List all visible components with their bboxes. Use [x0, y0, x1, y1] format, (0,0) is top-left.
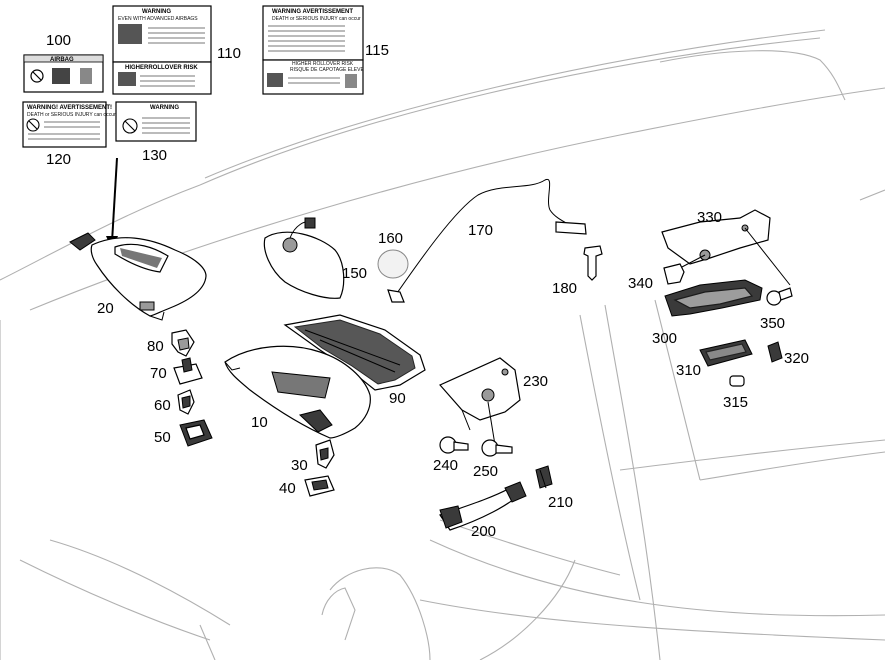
part-340-screw: [663, 263, 685, 285]
svg-text:EVEN WITH ADVANCED AIRBAGS: EVEN WITH ADVANCED AIRBAGS: [118, 16, 198, 22]
callout-115: 115: [365, 42, 389, 59]
callout-180: 180: [552, 280, 577, 297]
part-10-sun-visor: [224, 345, 371, 439]
callout-10: 10: [251, 414, 268, 431]
part-315-bulb: [729, 375, 745, 387]
part-350-screw: [766, 287, 793, 306]
part-40-cover: [304, 475, 335, 497]
part-250-screw: [481, 439, 513, 457]
callout-130: 130: [142, 147, 167, 164]
callout-60: 60: [154, 397, 171, 414]
part-320-clip: [767, 341, 783, 363]
part-180-screw: [583, 245, 603, 281]
part-160-cap: [377, 249, 409, 279]
callout-90: 90: [389, 390, 406, 407]
label-pointer-arrow: [106, 157, 118, 250]
callout-340: 340: [628, 275, 653, 292]
callout-320: 320: [784, 350, 809, 367]
part-30-clip: [315, 439, 335, 469]
part-170-cable: [387, 178, 587, 303]
part-80-clip: [171, 329, 195, 357]
callout-210: 210: [548, 494, 573, 511]
callout-110: 110: [217, 45, 241, 62]
svg-text:DEATH or SERIOUS INJURY can oc: DEATH or SERIOUS INJURY can occur: [272, 16, 361, 22]
callout-200: 200: [471, 523, 496, 540]
callout-300: 300: [652, 330, 677, 347]
callout-160: 160: [378, 230, 403, 247]
callout-250: 250: [473, 463, 498, 480]
label-120: WARNING! AVERTISSEMENT! DEATH or SERIOUS…: [22, 101, 116, 148]
label-115: WARNING AVERTISSEMENT DEATH or SERIOUS I…: [262, 5, 364, 95]
callout-100: 100: [46, 32, 71, 49]
callout-330: 330: [697, 209, 722, 226]
callout-20: 20: [97, 300, 114, 317]
svg-text:HIGHERROLLOVER RISK: HIGHERROLLOVER RISK: [125, 65, 198, 71]
callout-230: 230: [523, 373, 548, 390]
callout-80: 80: [147, 338, 164, 355]
part-50-clip: [179, 419, 213, 447]
svg-text:WARNING AVERTISSEMENT: WARNING AVERTISSEMENT: [272, 9, 353, 15]
part-210-clip: [535, 465, 553, 489]
part-20-sun-visor: [69, 232, 207, 321]
svg-text:DEATH or SERIOUS INJURY can oc: DEATH or SERIOUS INJURY can occur: [27, 112, 116, 118]
callout-150: 150: [342, 265, 367, 282]
part-150-cover: [263, 217, 345, 299]
part-70-clip: [173, 357, 203, 385]
part-60-clip: [177, 389, 195, 415]
part-200-grab-handle: [439, 481, 527, 531]
callout-50: 50: [154, 429, 171, 446]
svg-text:HIGHER ROLLOVER RISK: HIGHER ROLLOVER RISK: [292, 61, 354, 67]
callout-70: 70: [150, 365, 167, 382]
callout-170: 170: [468, 222, 493, 239]
callout-240: 240: [433, 457, 458, 474]
svg-text:WARNING: WARNING: [150, 105, 179, 111]
callout-40: 40: [279, 480, 296, 497]
svg-text:RISQUE DE CAPOTAGE ELEVE: RISQUE DE CAPOTAGE ELEVE: [290, 67, 364, 73]
callout-30: 30: [291, 457, 308, 474]
label-110: WARNING EVEN WITH ADVANCED AIRBAGS HIGHE…: [112, 5, 212, 95]
svg-text:AIRBAG: AIRBAG: [50, 57, 74, 63]
svg-text:WARNING! AVERTISSEMENT!: WARNING! AVERTISSEMENT!: [27, 105, 112, 111]
callout-350: 350: [760, 315, 785, 332]
label-100: AIRBAG: [23, 54, 104, 93]
part-310-switch-panel: [699, 339, 753, 367]
part-330-bracket: [661, 209, 791, 286]
part-240-screw: [439, 436, 469, 454]
part-300-lamp-housing: [664, 279, 763, 317]
label-130: WARNING: [115, 101, 197, 142]
callout-310: 310: [676, 362, 701, 379]
svg-text:WARNING: WARNING: [142, 9, 171, 15]
callout-315: 315: [723, 394, 748, 411]
callout-120: 120: [46, 151, 71, 168]
part-230-bracket: [439, 357, 521, 446]
